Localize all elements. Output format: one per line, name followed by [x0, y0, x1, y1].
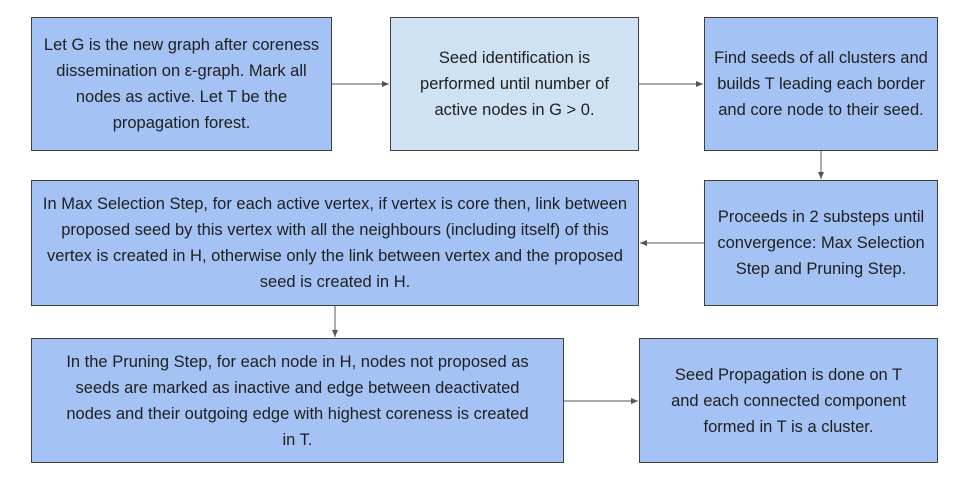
step-propagation-text: Seed Propagation is done on T and each c… [671, 365, 906, 436]
step-find-seeds-box: Find seeds of all clusters and builds T … [704, 17, 938, 151]
step-pruning-box: In the Pruning Step, for each node in H,… [31, 338, 564, 463]
step-pruning-text: In the Pruning Step, for each node in H,… [66, 352, 529, 449]
step-find-seeds-text: Find seeds of all clusters and builds T … [714, 49, 928, 119]
step-start-box: Let G is the new graph after coreness di… [31, 17, 332, 151]
step-loop-box: Seed identification is performed until n… [390, 17, 639, 151]
step-max-selection-text: In Max Selection Step, for each active v… [42, 195, 628, 291]
step-start-text: Let G is the new graph after coreness di… [43, 36, 320, 132]
step-max-selection-box: In Max Selection Step, for each active v… [31, 180, 639, 306]
step-loop-text: Seed identification is performed until n… [420, 49, 609, 119]
step-substeps-text: Proceeds in 2 substeps until convergence… [717, 208, 925, 278]
step-substeps-box: Proceeds in 2 substeps until convergence… [704, 180, 938, 306]
step-propagation-box: Seed Propagation is done on T and each c… [639, 338, 938, 463]
